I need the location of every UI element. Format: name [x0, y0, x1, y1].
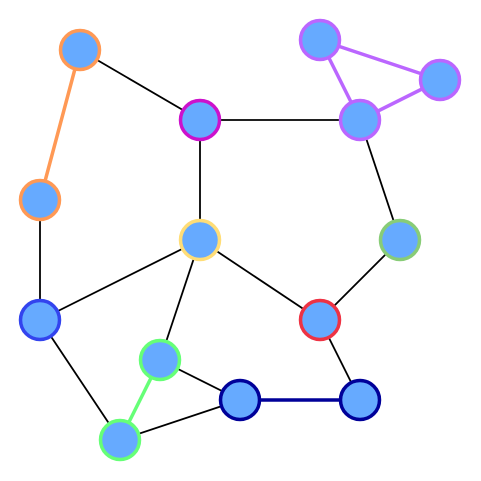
edge-n1-n3: [79, 49, 201, 121]
node-n5: [418, 58, 462, 102]
edge-n9-n14: [39, 319, 121, 441]
node-n1: [58, 28, 102, 72]
edge-n7-n9: [39, 239, 201, 321]
node-n8: [378, 218, 422, 262]
node-n3: [178, 98, 222, 142]
node-n11: [138, 338, 182, 382]
node-n4: [298, 18, 342, 62]
node-n6: [338, 98, 382, 142]
node-n12: [218, 378, 262, 422]
edge-n1-n2: [38, 48, 82, 202]
node-n7: [178, 218, 222, 262]
node-n13: [338, 378, 382, 422]
edge-n7-n10: [199, 239, 321, 321]
node-n9: [18, 298, 62, 342]
node-n2: [18, 178, 62, 222]
node-n10: [298, 298, 342, 342]
nodes-layer: [18, 18, 462, 462]
node-n14: [98, 418, 142, 462]
